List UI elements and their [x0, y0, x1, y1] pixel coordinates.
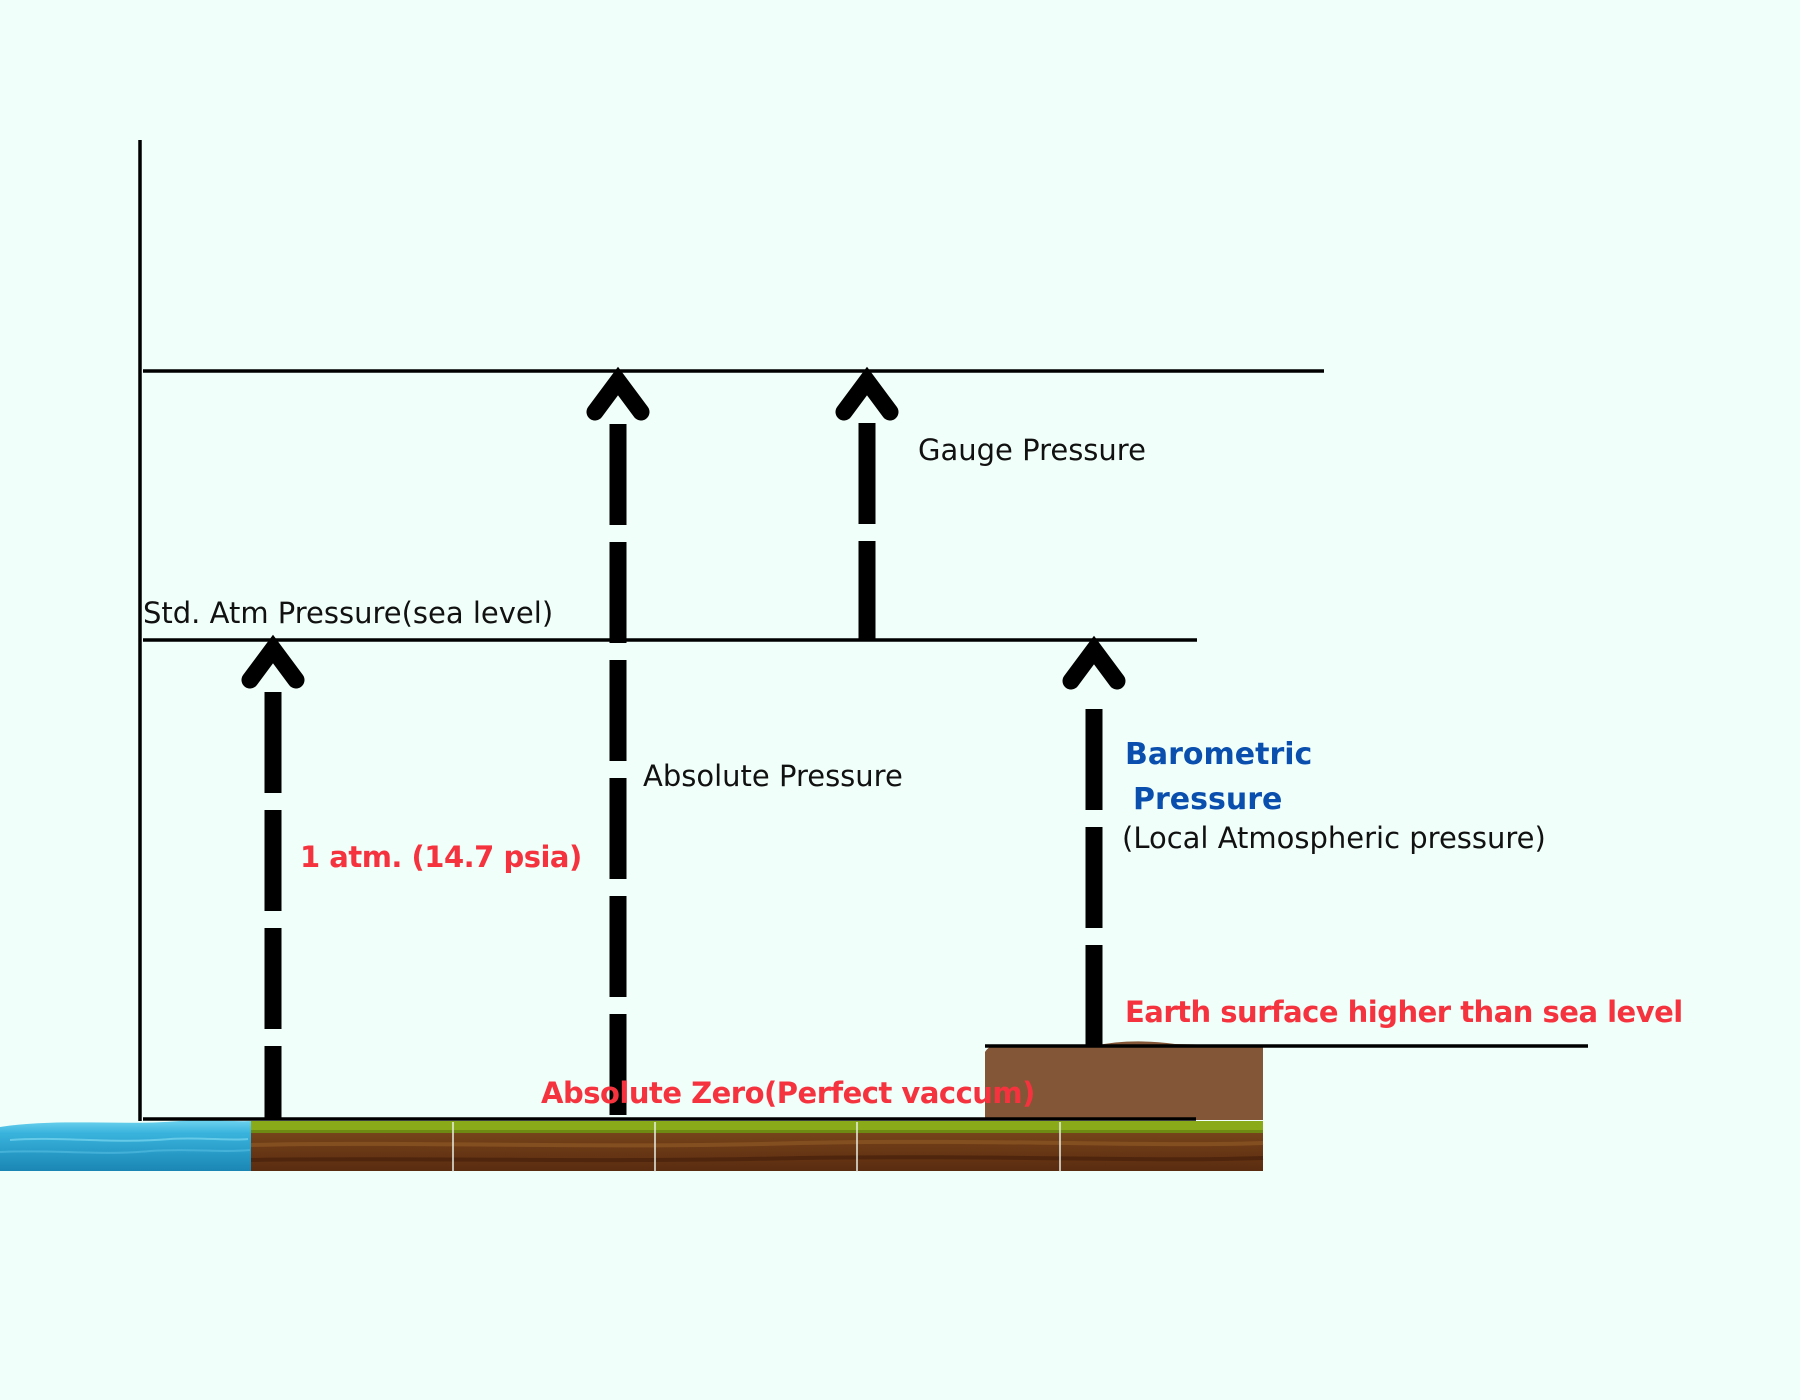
soil-layer	[250, 1139, 1264, 1148]
earth-surface-label: Earth surface higher than sea level	[1125, 995, 1683, 1029]
water-body	[0, 1120, 251, 1171]
water-wave	[9, 1137, 249, 1142]
soil-layer	[250, 1155, 1264, 1163]
soil	[251, 1126, 1263, 1171]
arrow-head-icon	[241, 634, 305, 689]
ground-strip	[250, 1121, 1264, 1172]
barometric-pressure-arrow	[1062, 635, 1126, 1046]
std-atm-pressure-label: Std. Atm Pressure(sea level)	[143, 596, 554, 630]
grass	[251, 1121, 1263, 1131]
arrow-head-icon	[1062, 635, 1126, 690]
arrow-head-icon	[835, 366, 899, 421]
water-wave	[0, 1149, 251, 1154]
absolute-zero-label: Absolute Zero(Perfect vaccum)	[541, 1076, 1035, 1110]
grass-shade	[251, 1130, 1263, 1133]
gauge-pressure-label: Gauge Pressure	[918, 433, 1146, 467]
absolute-pressure-label: Absolute Pressure	[643, 759, 903, 793]
earth-mound	[985, 1041, 1263, 1120]
one-atm-label: 1 atm. (14.7 psia)	[300, 840, 582, 874]
local-atm-pressure-label: (Local Atmospheric pressure)	[1122, 821, 1546, 855]
gauge-pressure-arrow	[835, 366, 899, 640]
one-atm-arrow	[241, 634, 305, 1120]
arrow-head-icon	[586, 366, 650, 421]
barometric-label-line1: Barometric	[1125, 737, 1313, 772]
water-surface	[0, 1120, 251, 1171]
absolute-pressure-arrow	[586, 366, 650, 1120]
barometric-label-line2: Pressure	[1133, 782, 1283, 817]
